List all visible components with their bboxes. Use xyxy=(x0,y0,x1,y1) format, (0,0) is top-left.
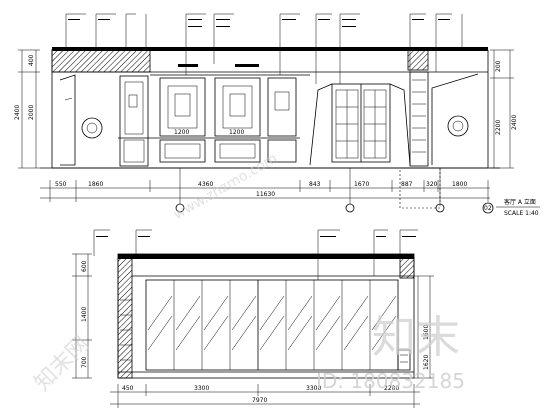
upper-elevation: 1200 1200 xyxy=(14,13,540,217)
inner-label-1: 1200 xyxy=(174,129,189,136)
upper-dim-5: 1670 xyxy=(354,181,369,188)
lower-left-dim-2: 1400 xyxy=(81,307,88,322)
left-wall-medallion xyxy=(81,117,103,139)
lower-right-dim-1: 1600 xyxy=(423,325,430,340)
panel-right xyxy=(214,77,261,137)
upper-dim-2: 1860 xyxy=(88,181,103,188)
lower-dim-2: 3300 xyxy=(194,385,209,392)
inner-label-2: 1200 xyxy=(229,129,244,136)
lower-left-dim-3: 700 xyxy=(81,356,88,368)
lower-frame xyxy=(117,253,415,379)
upper-dim-4: 843 xyxy=(309,181,321,188)
right-dim-1: 200 xyxy=(495,60,502,72)
ceiling-hatch-right xyxy=(407,49,429,71)
right-wall-medallion xyxy=(447,115,469,137)
lower-left-dim-1: 600 xyxy=(81,260,88,272)
lower-right-dim-2: 1620 xyxy=(423,355,430,370)
ceiling-hatch-left xyxy=(51,49,151,73)
right-dim-2: 2200 xyxy=(495,120,502,135)
left-dim-3: 2400 xyxy=(14,105,21,120)
view-scale: SCALE 1:40 xyxy=(504,210,539,217)
brand-watermark: 知末 xyxy=(372,312,460,363)
view-title: 客厅 A 立面 xyxy=(504,198,536,206)
glass-panels xyxy=(145,279,399,371)
panel-left xyxy=(159,77,206,137)
lower-dim-1: 450 xyxy=(122,385,134,392)
view-tag-circle xyxy=(482,202,494,214)
ceiling-slab xyxy=(52,47,488,51)
right-dim-3: 2400 xyxy=(511,115,518,130)
upper-total-dim: 11630 xyxy=(256,191,275,198)
upper-dim-7: 320 xyxy=(426,181,438,188)
upper-dim-6: 887 xyxy=(401,181,413,188)
site-watermark: www.znzmo.com xyxy=(171,151,281,224)
lower-ceiling xyxy=(118,254,414,259)
left-dim-1: 400 xyxy=(28,54,35,66)
lower-total-dim: 7970 xyxy=(252,397,267,404)
upper-dim-1: 550 xyxy=(55,181,67,188)
lower-dim-3: 3300 xyxy=(306,385,321,392)
id-watermark: ID: 180832185 xyxy=(316,369,465,393)
left-dim-2: 2000 xyxy=(28,105,35,120)
lower-dim-4: 2200 xyxy=(384,385,399,392)
upper-dim-3: 4360 xyxy=(198,181,213,188)
view-tag: 02 xyxy=(484,205,492,212)
lower-elevation: 600 1400 700 1600 1620 450 3300 3300 220… xyxy=(72,229,434,408)
lower-hatch-right xyxy=(399,257,415,279)
upper-dim-8: 1800 xyxy=(452,181,467,188)
